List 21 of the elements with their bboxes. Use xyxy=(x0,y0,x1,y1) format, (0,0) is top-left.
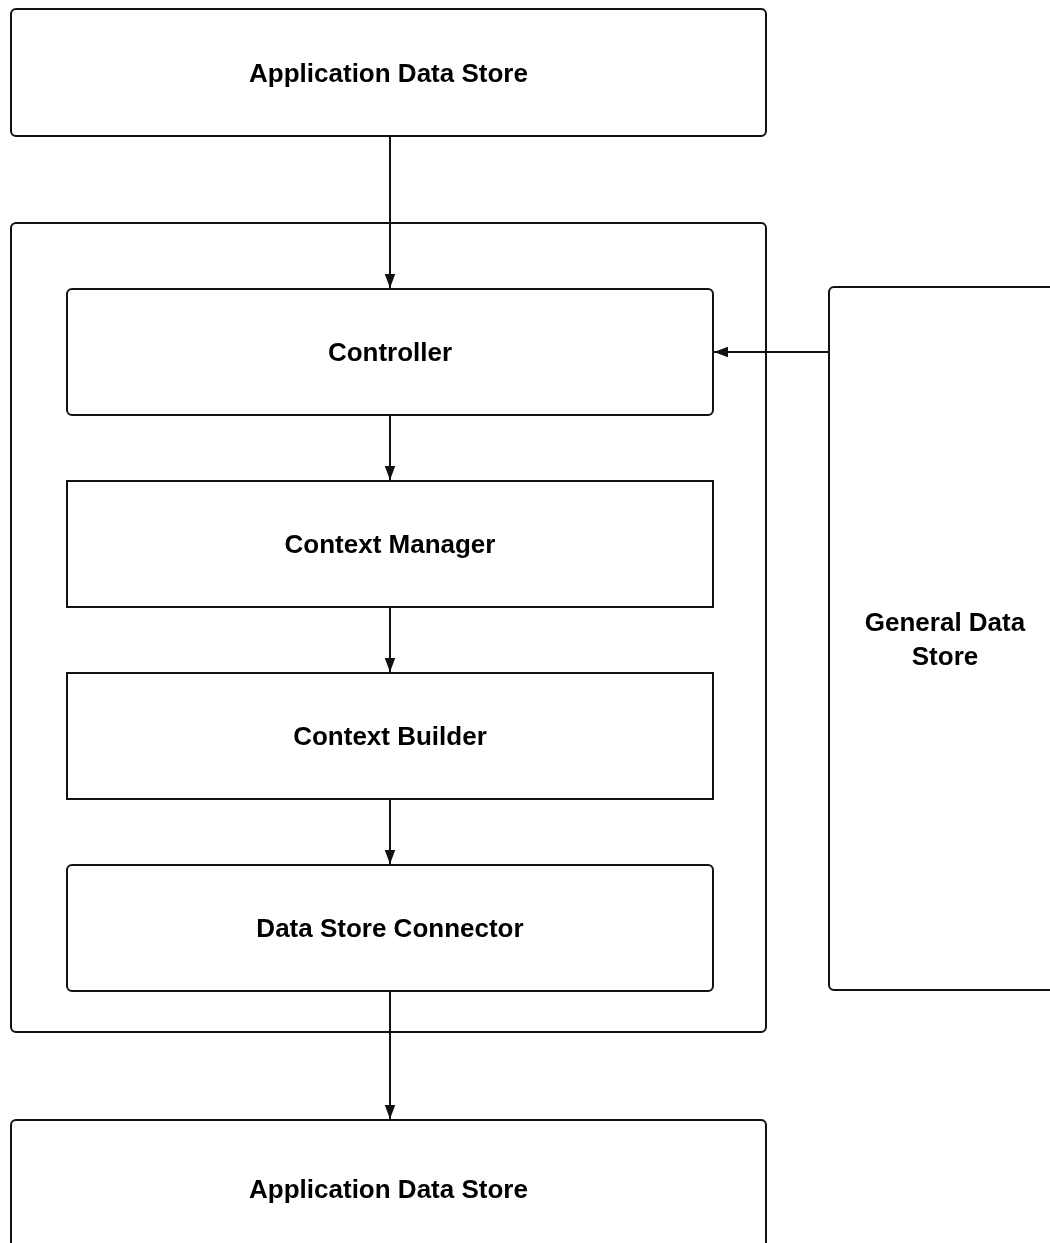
arrow xyxy=(713,346,829,358)
box-label: Application Data Store xyxy=(249,1173,528,1206)
process-box xyxy=(66,480,714,608)
process-box xyxy=(66,288,714,416)
process-box xyxy=(10,1119,767,1243)
box-label: Context Builder xyxy=(293,720,487,753)
arrow xyxy=(384,799,396,865)
process-box xyxy=(66,864,714,992)
process-box xyxy=(10,8,767,137)
container-box xyxy=(10,222,767,1033)
box-label: Application Data Store xyxy=(249,56,528,90)
arrow xyxy=(384,415,396,481)
arrow xyxy=(384,136,396,289)
arrow xyxy=(384,991,396,1120)
box-label: Context Manager xyxy=(284,528,496,561)
box-label: Data Store Connector xyxy=(256,912,524,945)
process-box xyxy=(66,672,714,800)
box-label: Controller xyxy=(327,336,453,369)
box-label: General Data Store xyxy=(863,605,1027,673)
process-box xyxy=(828,286,1050,991)
arrow xyxy=(384,607,396,673)
